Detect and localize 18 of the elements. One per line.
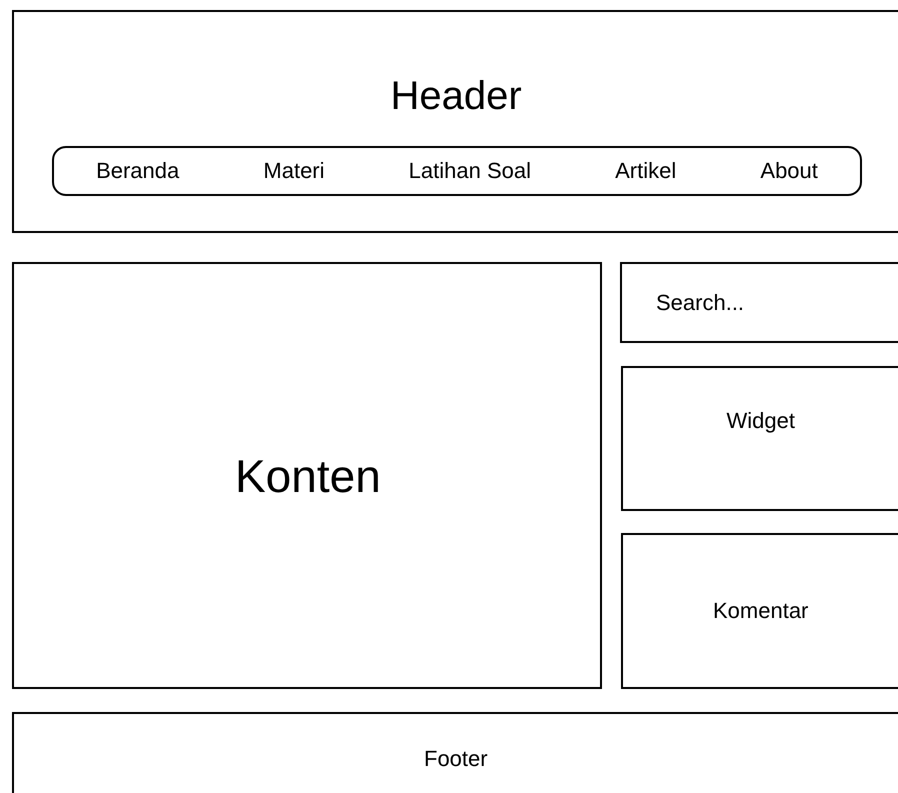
widget-panel — [621, 366, 898, 511]
header-panel — [12, 10, 898, 233]
nav-link: Beranda — [96, 158, 180, 184]
comment-title: Komentar — [713, 598, 808, 624]
nav-link: Latihan Soal — [408, 158, 531, 184]
content-title: Konten — [235, 448, 381, 502]
navigation-bar — [52, 146, 862, 196]
header-title: Header — [390, 74, 522, 119]
nav-link: About — [760, 158, 818, 184]
widget-title: Widget — [726, 408, 795, 434]
footer-panel — [12, 712, 898, 793]
comment-panel — [621, 533, 898, 689]
search-field — [620, 262, 898, 343]
footer-title: Footer — [424, 746, 488, 772]
search-placeholder: Search... — [656, 290, 744, 316]
nav-link: Artikel — [615, 158, 676, 184]
content-panel — [12, 262, 602, 689]
nav-link: Materi — [263, 158, 325, 184]
